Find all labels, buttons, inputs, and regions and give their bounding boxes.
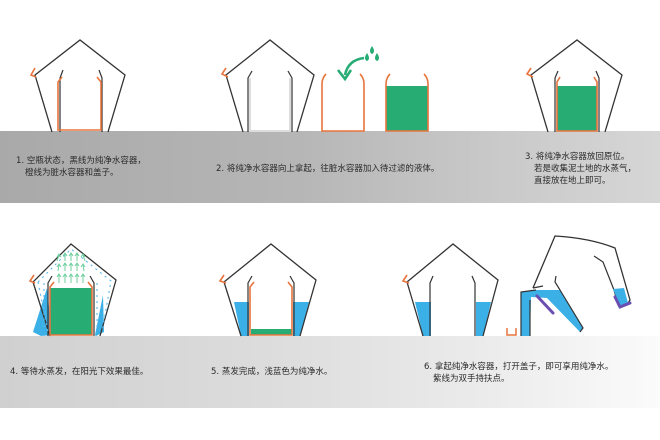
dirty-container-filled bbox=[385, 73, 429, 132]
step4-illustration bbox=[28, 243, 117, 337]
dirty-liquid bbox=[386, 86, 428, 131]
step3-caption: 3. 将纯净水容器放回原位。 若是收集泥土地的水蒸气， 直接放在地上即可。 bbox=[525, 151, 636, 187]
caption-band-top bbox=[0, 131, 660, 203]
cap bbox=[28, 274, 36, 284]
cap bbox=[401, 274, 410, 284]
step5-illustration bbox=[218, 243, 317, 337]
step3-number: 3. bbox=[525, 152, 534, 162]
step3-line1: 将纯净水容器放回原位。 bbox=[535, 152, 630, 162]
residue bbox=[251, 329, 292, 335]
pure-water-left bbox=[234, 302, 249, 336]
dirty-container bbox=[57, 76, 102, 131]
step3-illustration bbox=[525, 39, 623, 133]
pure-water-right bbox=[293, 302, 309, 336]
step3-line3: 直接放在地上即可。 bbox=[534, 176, 611, 186]
dirty-container bbox=[556, 76, 598, 132]
pure-container-outline bbox=[32, 243, 117, 337]
pure-container-outline bbox=[225, 39, 315, 133]
pure-container-outline bbox=[223, 243, 317, 337]
curved-arrow-icon bbox=[343, 56, 365, 76]
pure-container-outline bbox=[406, 243, 499, 337]
dirty-container-empty bbox=[321, 73, 365, 132]
step2-caption: 2. 将纯净水容器向上拿起，往脏水容器加入待过滤的液体。 bbox=[216, 163, 439, 175]
step6-number: 6. bbox=[424, 362, 433, 372]
step2-number: 2. bbox=[216, 164, 225, 174]
condensation bbox=[37, 248, 112, 333]
dirty-container bbox=[249, 281, 293, 336]
step1-line1: 空瓶状态，黑线为纯净水容器， bbox=[26, 156, 146, 166]
step4-caption: 4. 等待水蒸发，在阳光下效果最佳。 bbox=[10, 366, 148, 378]
step1-line2: 橙线为脏水容器和盖子。 bbox=[25, 168, 119, 178]
step4-line1: 等待水蒸发，在阳光下效果最佳。 bbox=[20, 367, 149, 377]
cap bbox=[29, 67, 37, 78]
pouring-water bbox=[521, 290, 583, 336]
hand-grip-left bbox=[535, 294, 555, 315]
pure-container-outline bbox=[530, 39, 623, 133]
cap bbox=[220, 67, 229, 78]
step5-line1: 蒸发完成，浅蓝色为纯净水。 bbox=[221, 367, 333, 377]
step2-line1: 将纯净水容器向上拿起，往脏水容器加入待过滤的液体。 bbox=[226, 164, 440, 174]
cap bbox=[218, 274, 227, 284]
step6-line2: 紫线为双手持扶点。 bbox=[433, 374, 510, 384]
step3-line2: 若是收集泥土地的水蒸气， bbox=[534, 164, 637, 174]
step5-caption: 5. 蒸发完成，浅蓝色为纯净水。 bbox=[211, 366, 332, 378]
cap bbox=[525, 67, 534, 78]
step6-illustration bbox=[401, 235, 632, 337]
dirty-container bbox=[49, 281, 93, 336]
pure-container-outline bbox=[34, 39, 126, 133]
step6-caption: 6. 拿起纯净水容器，打开盖子，即可享用纯净水。 紫线为双手持扶点。 bbox=[424, 361, 613, 385]
step5-number: 5. bbox=[211, 367, 220, 377]
step2-illustration bbox=[220, 39, 429, 133]
step1-illustration bbox=[29, 39, 126, 133]
step4-number: 4. bbox=[10, 367, 19, 377]
hand-grip-right bbox=[613, 295, 632, 309]
lid bbox=[506, 328, 517, 336]
step1-number: 1. bbox=[16, 156, 25, 166]
step6-line1: 拿起纯净水容器，打开盖子，即可享用纯净水。 bbox=[434, 362, 614, 372]
step1-caption: 1. 空瓶状态，黑线为纯净水容器， 橙线为脏水容器和盖子。 bbox=[16, 155, 146, 179]
vapor-arrows bbox=[56, 252, 86, 283]
caption-band-bottom bbox=[0, 336, 660, 408]
water-droplets-icon bbox=[365, 46, 379, 61]
tilted-container-outline bbox=[532, 235, 631, 307]
